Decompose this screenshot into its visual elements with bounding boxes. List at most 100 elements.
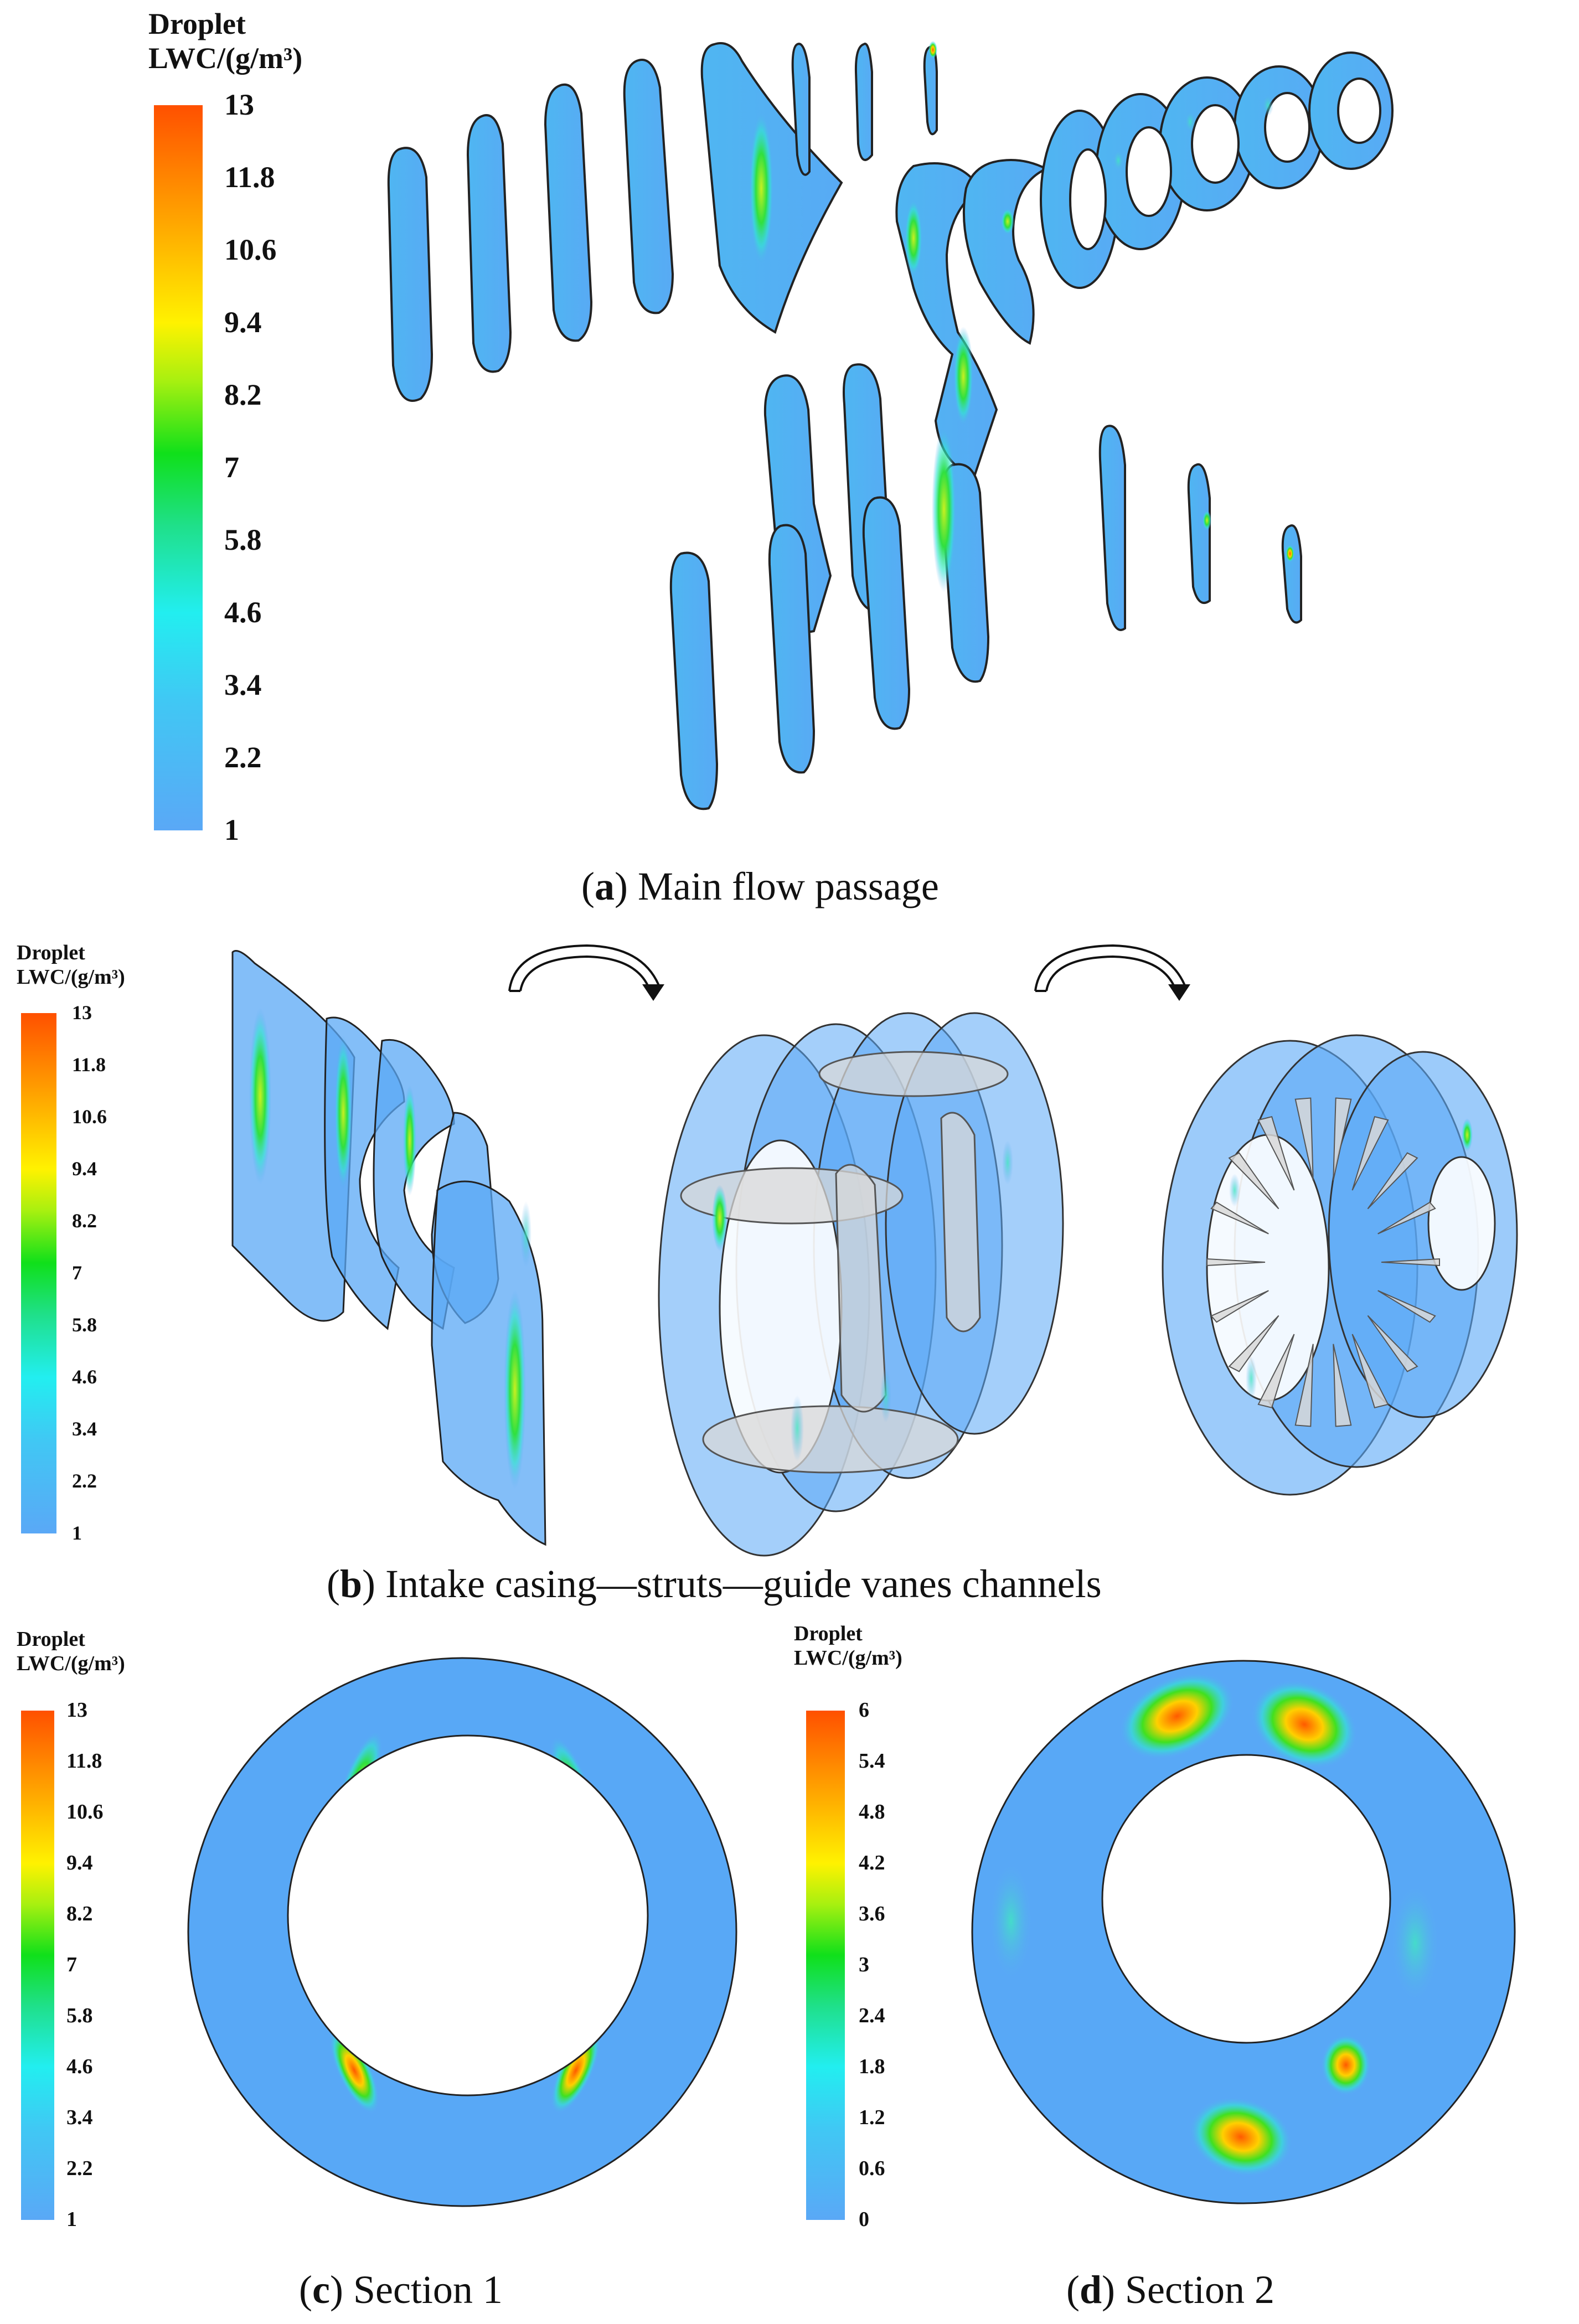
caption-c-letter: c: [312, 2268, 330, 2312]
legend-b-tick: 4.6: [72, 1366, 97, 1388]
guide-vane-blade: [1257, 1334, 1295, 1409]
legend-b-tick: 3.4: [72, 1418, 97, 1440]
guide-vane-blade: [1294, 1097, 1314, 1181]
legend-d-tick: 1.8: [859, 2055, 885, 2079]
guide-vane-blade: [1377, 1290, 1436, 1323]
legend-c-tick: 4.6: [66, 2055, 93, 2079]
legend-d-tick: 6: [859, 1698, 869, 1722]
curved-arrow-1: [508, 944, 664, 1001]
guide-vane-blade: [1367, 1152, 1418, 1210]
legend-c-tick: 5.8: [66, 2004, 93, 2028]
guide-vane-blade: [1206, 1258, 1266, 1267]
legend-c-tick: 3.4: [66, 2106, 93, 2130]
legend-c-title: Droplet LWC/(g/m³): [17, 1628, 125, 1676]
guide-vane-blade: [1351, 1334, 1389, 1409]
legend-b-tick: 13: [72, 1001, 92, 1024]
main-flow-passage-slices: [387, 41, 1394, 810]
legend-a-tick: 2.2: [224, 740, 262, 774]
legend-d-title-line2: LWC/(g/m³): [794, 1646, 902, 1670]
intake-casing-slices: [231, 950, 546, 1546]
legend-d-title: Droplet LWC/(g/m³): [794, 1622, 902, 1670]
legend-b-tick: 5.8: [72, 1314, 97, 1336]
legend-c-colorbar: [21, 1711, 54, 2220]
legend-d-tick: 3: [859, 1953, 869, 1977]
caption-b-text: Intake casing—struts—guide vanes channel…: [375, 1562, 1102, 1606]
legend-c-tick: 10.6: [66, 1800, 104, 1824]
legend-d-tick: 0: [859, 2208, 869, 2232]
guide-vane-blade: [1367, 1315, 1418, 1372]
legend-a-tick: 1: [224, 813, 239, 846]
guide-vane-blade: [1294, 1344, 1314, 1427]
caption-d: (d) Section 2: [1066, 2268, 1274, 2312]
struts-assembly: [658, 1012, 1064, 1557]
legend-a-tick: 3.4: [224, 668, 262, 701]
legend-d-tick: 5.4: [859, 1749, 885, 1773]
legend-b-title-line1: Droplet: [17, 941, 85, 964]
legend-a-title-line1: Droplet: [148, 7, 246, 40]
caption-a-letter: a: [594, 864, 615, 908]
guide-vanes-assembly: [1162, 1034, 1518, 1496]
guide-vane-blade: [1210, 1201, 1269, 1235]
legend-a-tick: 9.4: [224, 305, 262, 339]
legend-d-tick: 4.2: [859, 1851, 885, 1875]
legend-c-tick: 1: [66, 2208, 77, 2232]
curved-arrow-2: [1034, 944, 1190, 1001]
legend-b-tick: 2.2: [72, 1470, 97, 1492]
caption-d-letter: d: [1079, 2268, 1102, 2312]
legend-c-tick: 13: [66, 1698, 87, 1722]
legend-c-tick: 7: [66, 1953, 77, 1977]
legend-d-tick: 1.2: [859, 2106, 885, 2130]
panel-c-section-1: Droplet LWC/(g/m³) 13 11.8 10.6 9.4 8.2 7 5.8 4…: [0, 1617, 790, 2324]
legend-d-tick: 3.6: [859, 1902, 885, 1926]
legend-a-title: Droplet LWC/(g/m³): [148, 7, 302, 75]
legend-c-tick: 9.4: [66, 1851, 93, 1875]
legend-d-tick: 2.4: [859, 2004, 885, 2028]
guide-vane-blade: [1333, 1097, 1352, 1181]
guide-vane-blade: [1228, 1315, 1279, 1372]
legend-d-tick: 0.6: [859, 2157, 885, 2181]
panel-d-section-2: Droplet LWC/(g/m³) 6 5.4 4.8 4.2 3.6 3 2.4 1.8 1…: [790, 1617, 1579, 2324]
legend-b-tick: 7: [72, 1262, 82, 1284]
legend-c-tick: 2.2: [66, 2157, 93, 2181]
guide-vane-blade: [1228, 1152, 1279, 1210]
legend-c-title-line2: LWC/(g/m³): [17, 1651, 125, 1675]
legend-b-colorbar: [21, 1013, 56, 1533]
legend-a-tick: 8.2: [224, 378, 262, 411]
legend-b-tick: 10.6: [72, 1106, 107, 1128]
legend-d-colorbar: [806, 1711, 845, 2220]
caption-a-text: Main flow passage: [627, 864, 939, 908]
legend-b-title-line2: LWC/(g/m³): [17, 965, 125, 989]
caption-a: (a) Main flow passage: [581, 864, 939, 908]
legend-b-title: Droplet LWC/(g/m³): [17, 941, 125, 989]
legend-a-tick: 4.6: [224, 595, 262, 629]
caption-b-letter: b: [339, 1562, 363, 1606]
legend-a-tick: 11.8: [224, 160, 275, 194]
guide-vane-blade: [1377, 1201, 1436, 1235]
guide-vane-blade: [1351, 1115, 1389, 1191]
legend-d-tick: 4.8: [859, 1800, 885, 1824]
legend-b-tick: 1: [72, 1522, 82, 1545]
guide-vane-blade: [1333, 1344, 1352, 1427]
legend-c-tick: 11.8: [66, 1749, 102, 1773]
guide-vane-blade: [1381, 1258, 1440, 1267]
section-1-ring: [187, 1657, 737, 2207]
legend-b-tick: 9.4: [72, 1158, 97, 1180]
legend-a-tick: 10.6: [224, 233, 277, 266]
legend-a-tick: 7: [224, 450, 239, 484]
guide-vane-blade: [1257, 1115, 1295, 1191]
legend-b-tick: 11.8: [72, 1053, 106, 1076]
legend-a-colorbar: [154, 105, 203, 830]
caption-c: (c) Section 1: [299, 2268, 503, 2312]
legend-c-title-line1: Droplet: [17, 1628, 85, 1651]
legend-d-title-line1: Droplet: [794, 1622, 863, 1645]
legend-c-tick: 8.2: [66, 1902, 93, 1926]
caption-c-text: Section 1: [343, 2268, 503, 2312]
panel-a-main-flow-passage: Droplet LWC/(g/m³) 13 11.8 10.6 9.4 8.2 7 5.8 4…: [0, 0, 1579, 919]
legend-a-tick: 13: [224, 87, 254, 121]
legend-a-tick: 5.8: [224, 523, 262, 556]
caption-b: (b) Intake casing—struts—guide vanes cha…: [327, 1562, 1102, 1606]
legend-a-title-line2: LWC/(g/m³): [148, 42, 303, 75]
section-2-ring: [971, 1660, 1516, 2204]
guide-vane-blade: [1210, 1290, 1269, 1323]
